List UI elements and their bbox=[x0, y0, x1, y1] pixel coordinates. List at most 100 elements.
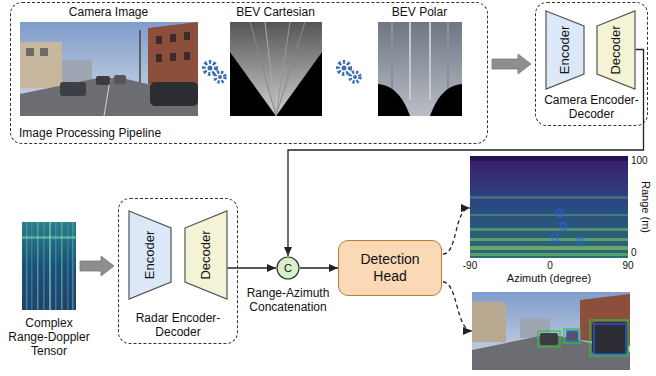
image-panel: BEV Polar bbox=[378, 22, 462, 116]
node-text: BEV Polar bbox=[392, 5, 447, 19]
encoder-trapezoid-outline bbox=[129, 211, 171, 299]
camera-image-part bbox=[20, 42, 62, 88]
bev-polar-image-part bbox=[430, 84, 462, 116]
bev-polar-image-part bbox=[391, 22, 393, 100]
camera-image-part bbox=[26, 48, 34, 56]
bev-polar-image bbox=[378, 22, 462, 116]
range-azimuth-heatmap-part bbox=[470, 156, 628, 161]
node-text: Encoder bbox=[143, 230, 157, 278]
axis-tick-label: 100 bbox=[631, 155, 648, 166]
decoder-trapezoid-outline bbox=[185, 211, 227, 299]
detection-output-image-part bbox=[472, 292, 630, 370]
block-arrow bbox=[80, 256, 114, 276]
detection-output-image-part bbox=[594, 324, 626, 354]
node-text: Camera Image bbox=[69, 5, 148, 19]
camera-image-part bbox=[184, 32, 190, 40]
gear-icon-part bbox=[208, 66, 213, 71]
detection-output-image-part bbox=[567, 331, 578, 341]
node-text: Decoder bbox=[609, 25, 623, 74]
dashed-group: Radar Encoder-Decoder Encoder Decoder bbox=[118, 198, 238, 344]
bev-cartesian-image-part bbox=[230, 22, 322, 116]
dashed-arrow bbox=[443, 282, 472, 331]
concat-circle-outline bbox=[277, 257, 299, 279]
node-text: Range (m) bbox=[639, 181, 653, 233]
range-azimuth-heatmap-part bbox=[470, 156, 628, 258]
range-doppler-tensor-part bbox=[55, 222, 57, 310]
range-doppler-tensor-part bbox=[72, 222, 74, 310]
encoder-trapezoid: Encoder bbox=[128, 210, 172, 300]
heatmap-panel: Range (m)Azimuth (degree) bbox=[470, 156, 628, 258]
encoder-trapezoid-outline bbox=[546, 11, 584, 89]
detection-output-image-part bbox=[566, 331, 578, 341]
gear-icon-part bbox=[218, 75, 222, 79]
decoder-trapezoid: Decoder bbox=[596, 10, 636, 90]
camera-image-part bbox=[139, 30, 141, 86]
image-panel: BEV Cartesian bbox=[230, 22, 322, 116]
bev-polar-image-part bbox=[378, 84, 410, 116]
camera-image bbox=[20, 22, 198, 116]
bev-polar-image-part bbox=[378, 22, 462, 116]
image-panel: Camera Image bbox=[20, 22, 198, 116]
camera-image-part bbox=[170, 53, 176, 61]
gear-icon-part bbox=[353, 75, 357, 79]
camera-image-part bbox=[104, 80, 110, 116]
range-azimuth-heatmap-part bbox=[557, 210, 562, 217]
encoder-trapezoid: Encoder bbox=[545, 10, 585, 90]
dashed-group: Image Processing PipelineCamera ImageBEV… bbox=[10, 2, 488, 144]
node-text: Radar Encoder-Decoder bbox=[119, 311, 237, 339]
range-doppler-tensor-part bbox=[61, 222, 63, 310]
bev-cartesian-image-part bbox=[230, 22, 322, 116]
bev-cartesian-image bbox=[230, 22, 322, 116]
node-text: C bbox=[284, 261, 292, 275]
axis-tick-label: 0 bbox=[631, 247, 637, 258]
range-azimuth-heatmap-part bbox=[470, 196, 628, 199]
range-doppler-tensor-part bbox=[31, 222, 33, 310]
image-panel bbox=[472, 292, 630, 370]
node-text: BEV Cartesian bbox=[236, 5, 315, 19]
detection-output-image-part bbox=[540, 333, 558, 345]
range-azimuth-heatmap-part bbox=[470, 214, 628, 216]
camera-image-part bbox=[170, 34, 176, 42]
camera-image-part bbox=[114, 75, 126, 84]
image-panel: Complex Range-Doppler Tensor bbox=[22, 222, 76, 310]
node-text: Decoder bbox=[199, 230, 213, 279]
camera-image-part bbox=[184, 52, 190, 60]
node-text: Range-Azimuth Concatenation bbox=[238, 286, 338, 314]
node-text: Azimuth (degree) bbox=[507, 272, 591, 285]
gear-icon-part bbox=[215, 72, 225, 82]
bev-cartesian-image-part bbox=[265, 22, 276, 116]
process-box: Detection Head bbox=[338, 240, 442, 296]
detection-output-image-part bbox=[538, 331, 560, 347]
range-azimuth-heatmap bbox=[470, 156, 628, 258]
camera-image-part bbox=[96, 76, 110, 85]
range-azimuth-heatmap-part bbox=[470, 228, 628, 231]
concat-circle: CRange-Azimuth Concatenation bbox=[276, 256, 300, 280]
node-text: Encoder bbox=[558, 25, 572, 73]
axis-tick-label: 90 bbox=[622, 260, 633, 271]
range-azimuth-heatmap-part bbox=[561, 223, 566, 230]
range-doppler-tensor-part bbox=[26, 222, 28, 310]
camera-image-part bbox=[40, 48, 48, 56]
gear-icon-part bbox=[350, 72, 360, 82]
bev-cartesian-image-part bbox=[276, 22, 305, 116]
camera-image-part bbox=[20, 22, 198, 116]
dashed-group: Camera Encoder-Decoder Encoder Decoder bbox=[535, 2, 648, 126]
camera-image-part bbox=[156, 54, 162, 62]
detection-output-image-part bbox=[592, 322, 628, 354]
node-text: Camera Encoder-Decoder bbox=[536, 93, 647, 121]
bev-polar-image-part bbox=[429, 22, 431, 100]
range-doppler-tensor-part bbox=[22, 222, 76, 310]
range-doppler-tensor-part bbox=[67, 222, 69, 310]
detection-output-image-part bbox=[472, 302, 506, 342]
bev-polar-image-part bbox=[447, 22, 449, 100]
node-text: Complex Range-Doppler Tensor bbox=[4, 316, 94, 358]
bev-polar-image-part bbox=[409, 22, 411, 100]
range-azimuth-heatmap-part bbox=[552, 234, 557, 241]
gear-icon-part bbox=[204, 62, 216, 74]
flow-arrow bbox=[288, 50, 644, 257]
range-azimuth-heatmap-part bbox=[578, 238, 583, 245]
range-doppler-tensor-part bbox=[49, 222, 51, 310]
camera-image-part bbox=[150, 82, 198, 106]
gear-icon-part bbox=[342, 66, 347, 71]
